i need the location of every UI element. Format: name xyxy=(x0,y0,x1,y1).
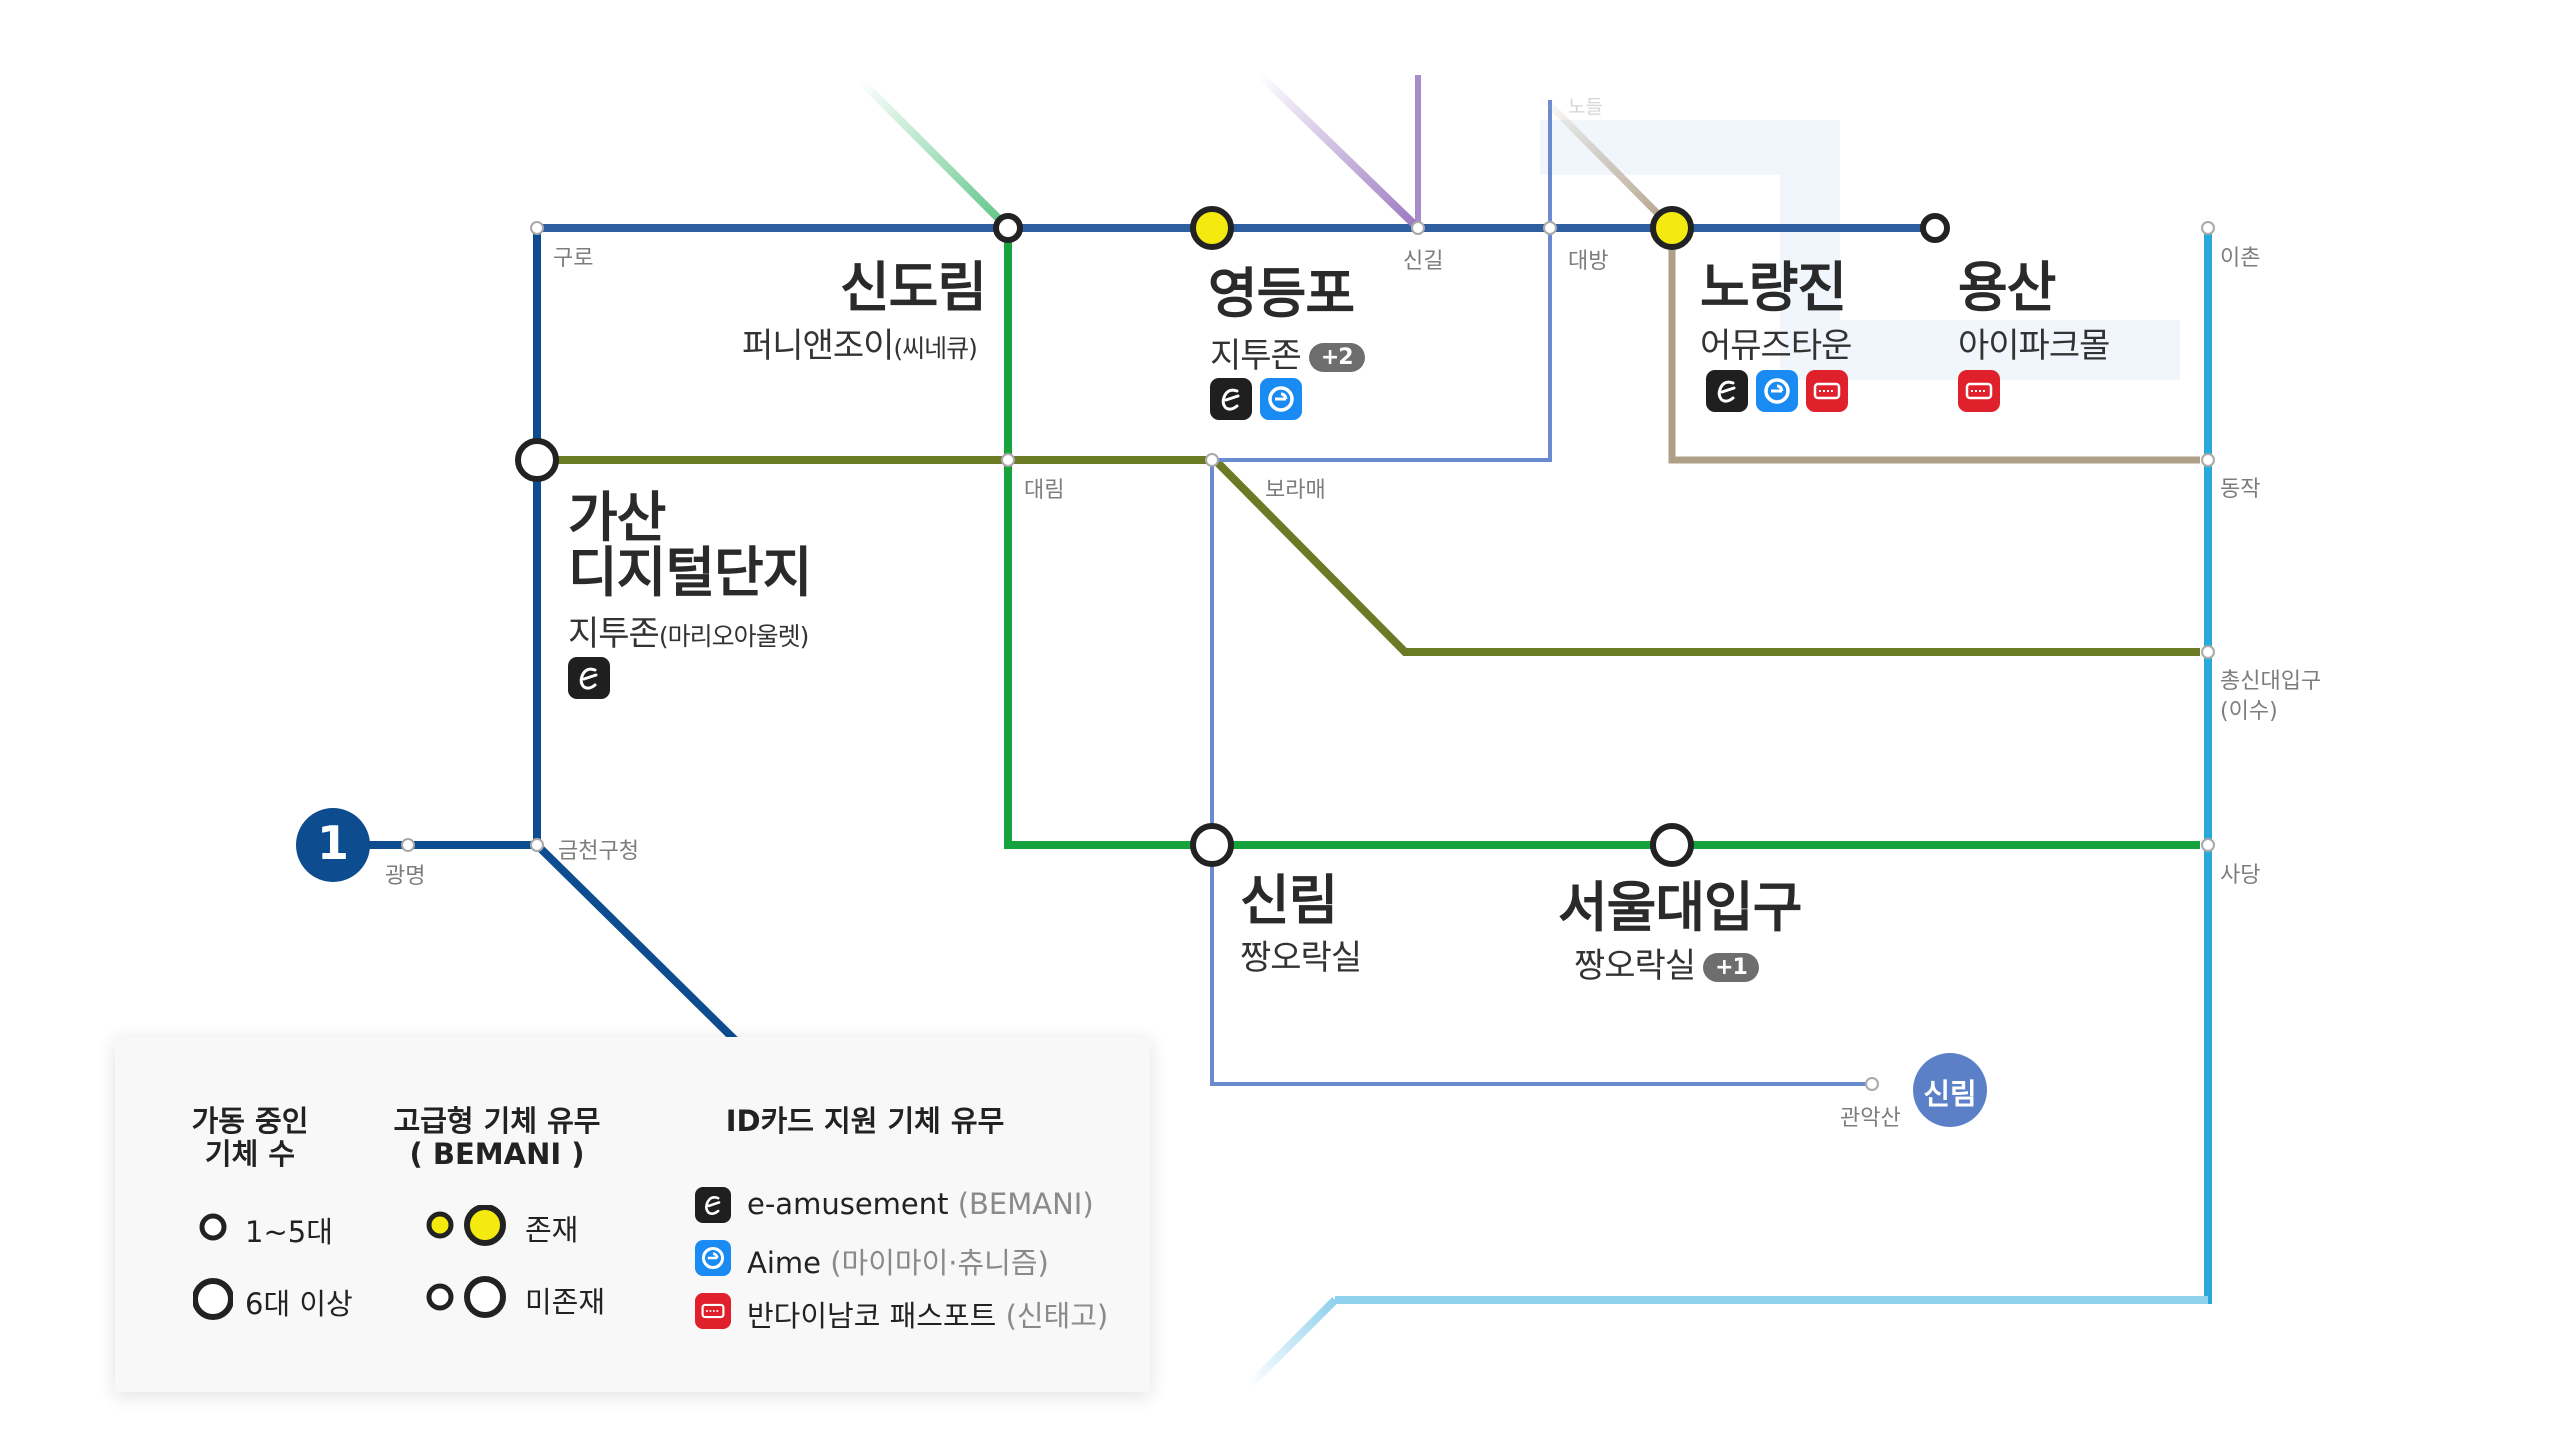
station-name-yongsan: 용산 xyxy=(1958,256,2056,319)
legend-bemani-title-line1: 고급형 기체 유무 xyxy=(393,1104,601,1138)
legend-aime-name: Aime xyxy=(747,1246,821,1280)
sillim-line-badge: 신림 xyxy=(1923,1077,1977,1111)
legend-eamusement-name: e-amusement xyxy=(747,1187,949,1221)
aime-icon xyxy=(1756,370,1798,412)
extra-count-badge: +1 xyxy=(1703,953,1759,982)
legend-bandai-name: 반다이남코 패스포트 xyxy=(747,1299,997,1333)
gasan-card-icons xyxy=(568,657,610,699)
marker-snu xyxy=(1650,823,1694,867)
bandai-passport-icon xyxy=(1958,370,2000,412)
marker-yeongdeungpo xyxy=(1190,206,1234,250)
aime-icon xyxy=(1260,378,1302,420)
legend-aime-label: Aime (마이마이·츄니즘) xyxy=(747,1240,1049,1282)
bandai-passport-icon xyxy=(1806,370,1848,412)
label-sadang: 사당 xyxy=(2220,863,2261,888)
noryangjin-card-icons xyxy=(1706,370,1848,412)
arcade-gasan: 지투존(마리오아울렛) xyxy=(568,606,810,655)
legend-eamusement-label: e-amusement (BEMANI) xyxy=(747,1187,1094,1221)
line1-badge: 1 xyxy=(316,816,349,870)
arcade-yeongdeungpo: 지투존+2 xyxy=(1210,328,1365,377)
legend-bemani-title: 고급형 기체 유무 ( BEMANI ) xyxy=(377,1104,617,1172)
station-name-yeongdeungpo: 영등포 xyxy=(1208,262,1355,325)
arcade-gasan-name: 지투존 xyxy=(568,614,660,654)
legend-bemani-title-line2: ( BEMANI ) xyxy=(409,1137,585,1172)
legend-count-title-line2: 기체 수 xyxy=(204,1137,296,1172)
legend-bemani-not-exists: 미존재 xyxy=(525,1285,606,1319)
yongsan-card-icons xyxy=(1958,370,2000,412)
legend-count-title: 가동 중인 기체 수 xyxy=(180,1104,320,1172)
legend-aime-note: (마이마이·츄니즘) xyxy=(830,1246,1049,1280)
gasan-name-line1: 가산 xyxy=(568,486,666,549)
marker-sindorim xyxy=(993,213,1023,243)
label-boramae: 보라매 xyxy=(1265,478,1326,503)
station-name-snu: 서울대입구 xyxy=(1558,876,1802,939)
arcade-snu: 짱오락실+1 xyxy=(1574,938,1759,987)
label-dongjak: 동작 xyxy=(2220,477,2261,502)
eamusement-icon xyxy=(1706,370,1748,412)
station-name-gasan: 가산 디지털단지 xyxy=(568,486,812,605)
label-ichon: 이촌 xyxy=(2220,246,2261,271)
arcade-noryangjin: 어뮤즈타운 xyxy=(1700,326,1852,366)
legend-bandai-icon xyxy=(695,1293,731,1329)
yeongdeungpo-card-icons xyxy=(1210,378,1302,420)
gasan-name-line2: 디지털단지 xyxy=(568,541,812,605)
label-guro: 구로 xyxy=(553,246,594,271)
label-daerim: 대림 xyxy=(1024,478,1065,503)
label-top-faint: 노들 xyxy=(1568,96,1603,118)
label-chongsin: 총신대입구 xyxy=(2220,669,2322,694)
label-chongsin-sub: (이수) xyxy=(2220,699,2278,724)
eamusement-icon xyxy=(1210,378,1252,420)
marker-gasan xyxy=(515,438,559,482)
legend-bandai-label: 반다이남코 패스포트 (신태고) xyxy=(747,1293,1108,1335)
arcade-sindorim-note: (씨네큐) xyxy=(893,334,978,363)
arcade-yeongdeungpo-name: 지투존 xyxy=(1210,336,1302,376)
label-singil: 신길 xyxy=(1403,249,1444,274)
arcade-snu-name: 짱오락실 xyxy=(1574,946,1696,986)
legend-bemani-markers xyxy=(426,1205,506,1318)
legend-count-markers xyxy=(193,1213,233,1320)
legend-eamusement-icon xyxy=(695,1187,731,1223)
marker-noryangjin xyxy=(1650,206,1694,250)
eamusement-icon xyxy=(568,657,610,699)
label-gwangmyeong: 광명 xyxy=(385,864,426,889)
legend-eamusement-note: (BEMANI) xyxy=(957,1187,1094,1221)
arcade-sillim: 짱오락실 xyxy=(1240,938,1362,978)
arcade-gasan-note: (마리오아울렛) xyxy=(658,622,810,651)
arcade-yongsan: 아이파크몰 xyxy=(1958,326,2110,366)
station-name-sindorim: 신도림 xyxy=(840,256,987,319)
legend-idcard-title: ID카드 지원 기체 유무 xyxy=(725,1104,1005,1138)
legend-bandai-note: (신태고) xyxy=(1005,1299,1109,1333)
legend-count-large: 6대 이상 xyxy=(245,1287,353,1321)
extra-count-badge: +2 xyxy=(1308,343,1365,372)
arcade-sindorim: 퍼니앤조이(씨네큐) xyxy=(742,318,978,367)
legend-aime-icon xyxy=(695,1240,731,1276)
label-daebang: 대방 xyxy=(1568,249,1609,274)
station-name-noryangjin: 노량진 xyxy=(1700,256,1847,319)
marker-sillim xyxy=(1190,823,1234,867)
legend-panel: 가동 중인 기체 수 1~5대 6대 이상 고급형 기체 유무 ( BEMANI… xyxy=(115,1037,1150,1392)
legend-count-small: 1~5대 xyxy=(245,1215,333,1249)
legend-count-title-line1: 가동 중인 xyxy=(191,1104,309,1138)
arcade-sindorim-name: 퍼니앤조이 xyxy=(742,326,894,366)
station-name-sillim: 신림 xyxy=(1240,869,1338,932)
label-geumcheon: 금천구청 xyxy=(558,839,639,864)
marker-yongsan xyxy=(1920,213,1950,243)
label-gwanaksan: 관악산 xyxy=(1840,1106,1901,1131)
legend-bemani-exists: 존재 xyxy=(525,1213,579,1247)
